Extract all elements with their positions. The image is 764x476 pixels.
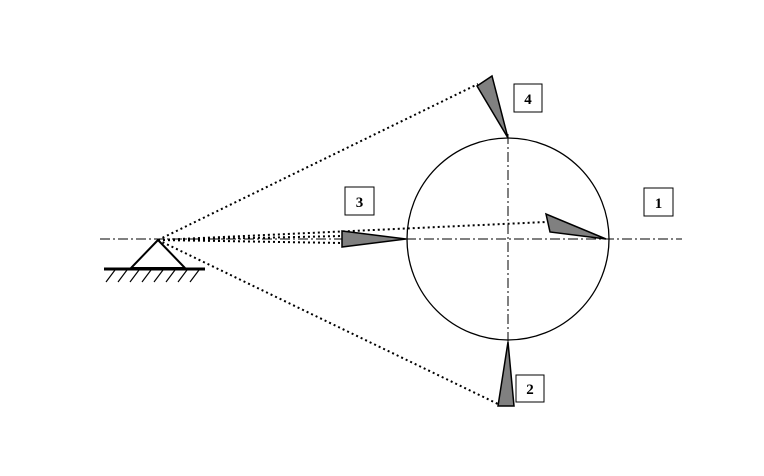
label-box-1: [643, 187, 674, 217]
pivot-triangle: [128, 238, 188, 269]
label-1: 1: [655, 196, 663, 212]
label-box-3: [344, 186, 375, 216]
label-3: 3: [356, 195, 364, 211]
arm-line-4: [157, 83, 479, 241]
ground-hatching: [105, 269, 200, 283]
tool-1: [544, 212, 607, 240]
label-4: 4: [524, 92, 532, 108]
label-4-group: 4: [513, 83, 543, 113]
tool-4: [475, 74, 509, 139]
tool-arm-lines: [157, 83, 547, 405]
ground-pivot-support: [104, 238, 205, 283]
label-2-group: 2: [515, 374, 545, 403]
label-1-group: 1: [643, 187, 674, 217]
tool-2: [497, 341, 515, 407]
arm-line-2: [157, 239, 499, 405]
label-2: 2: [526, 382, 534, 398]
label-box-4: [513, 83, 543, 113]
arm-line-3b: [157, 239, 343, 244]
label-3-group: 3: [344, 186, 375, 216]
label-box-2: [515, 374, 545, 403]
tool-3: [341, 230, 407, 248]
